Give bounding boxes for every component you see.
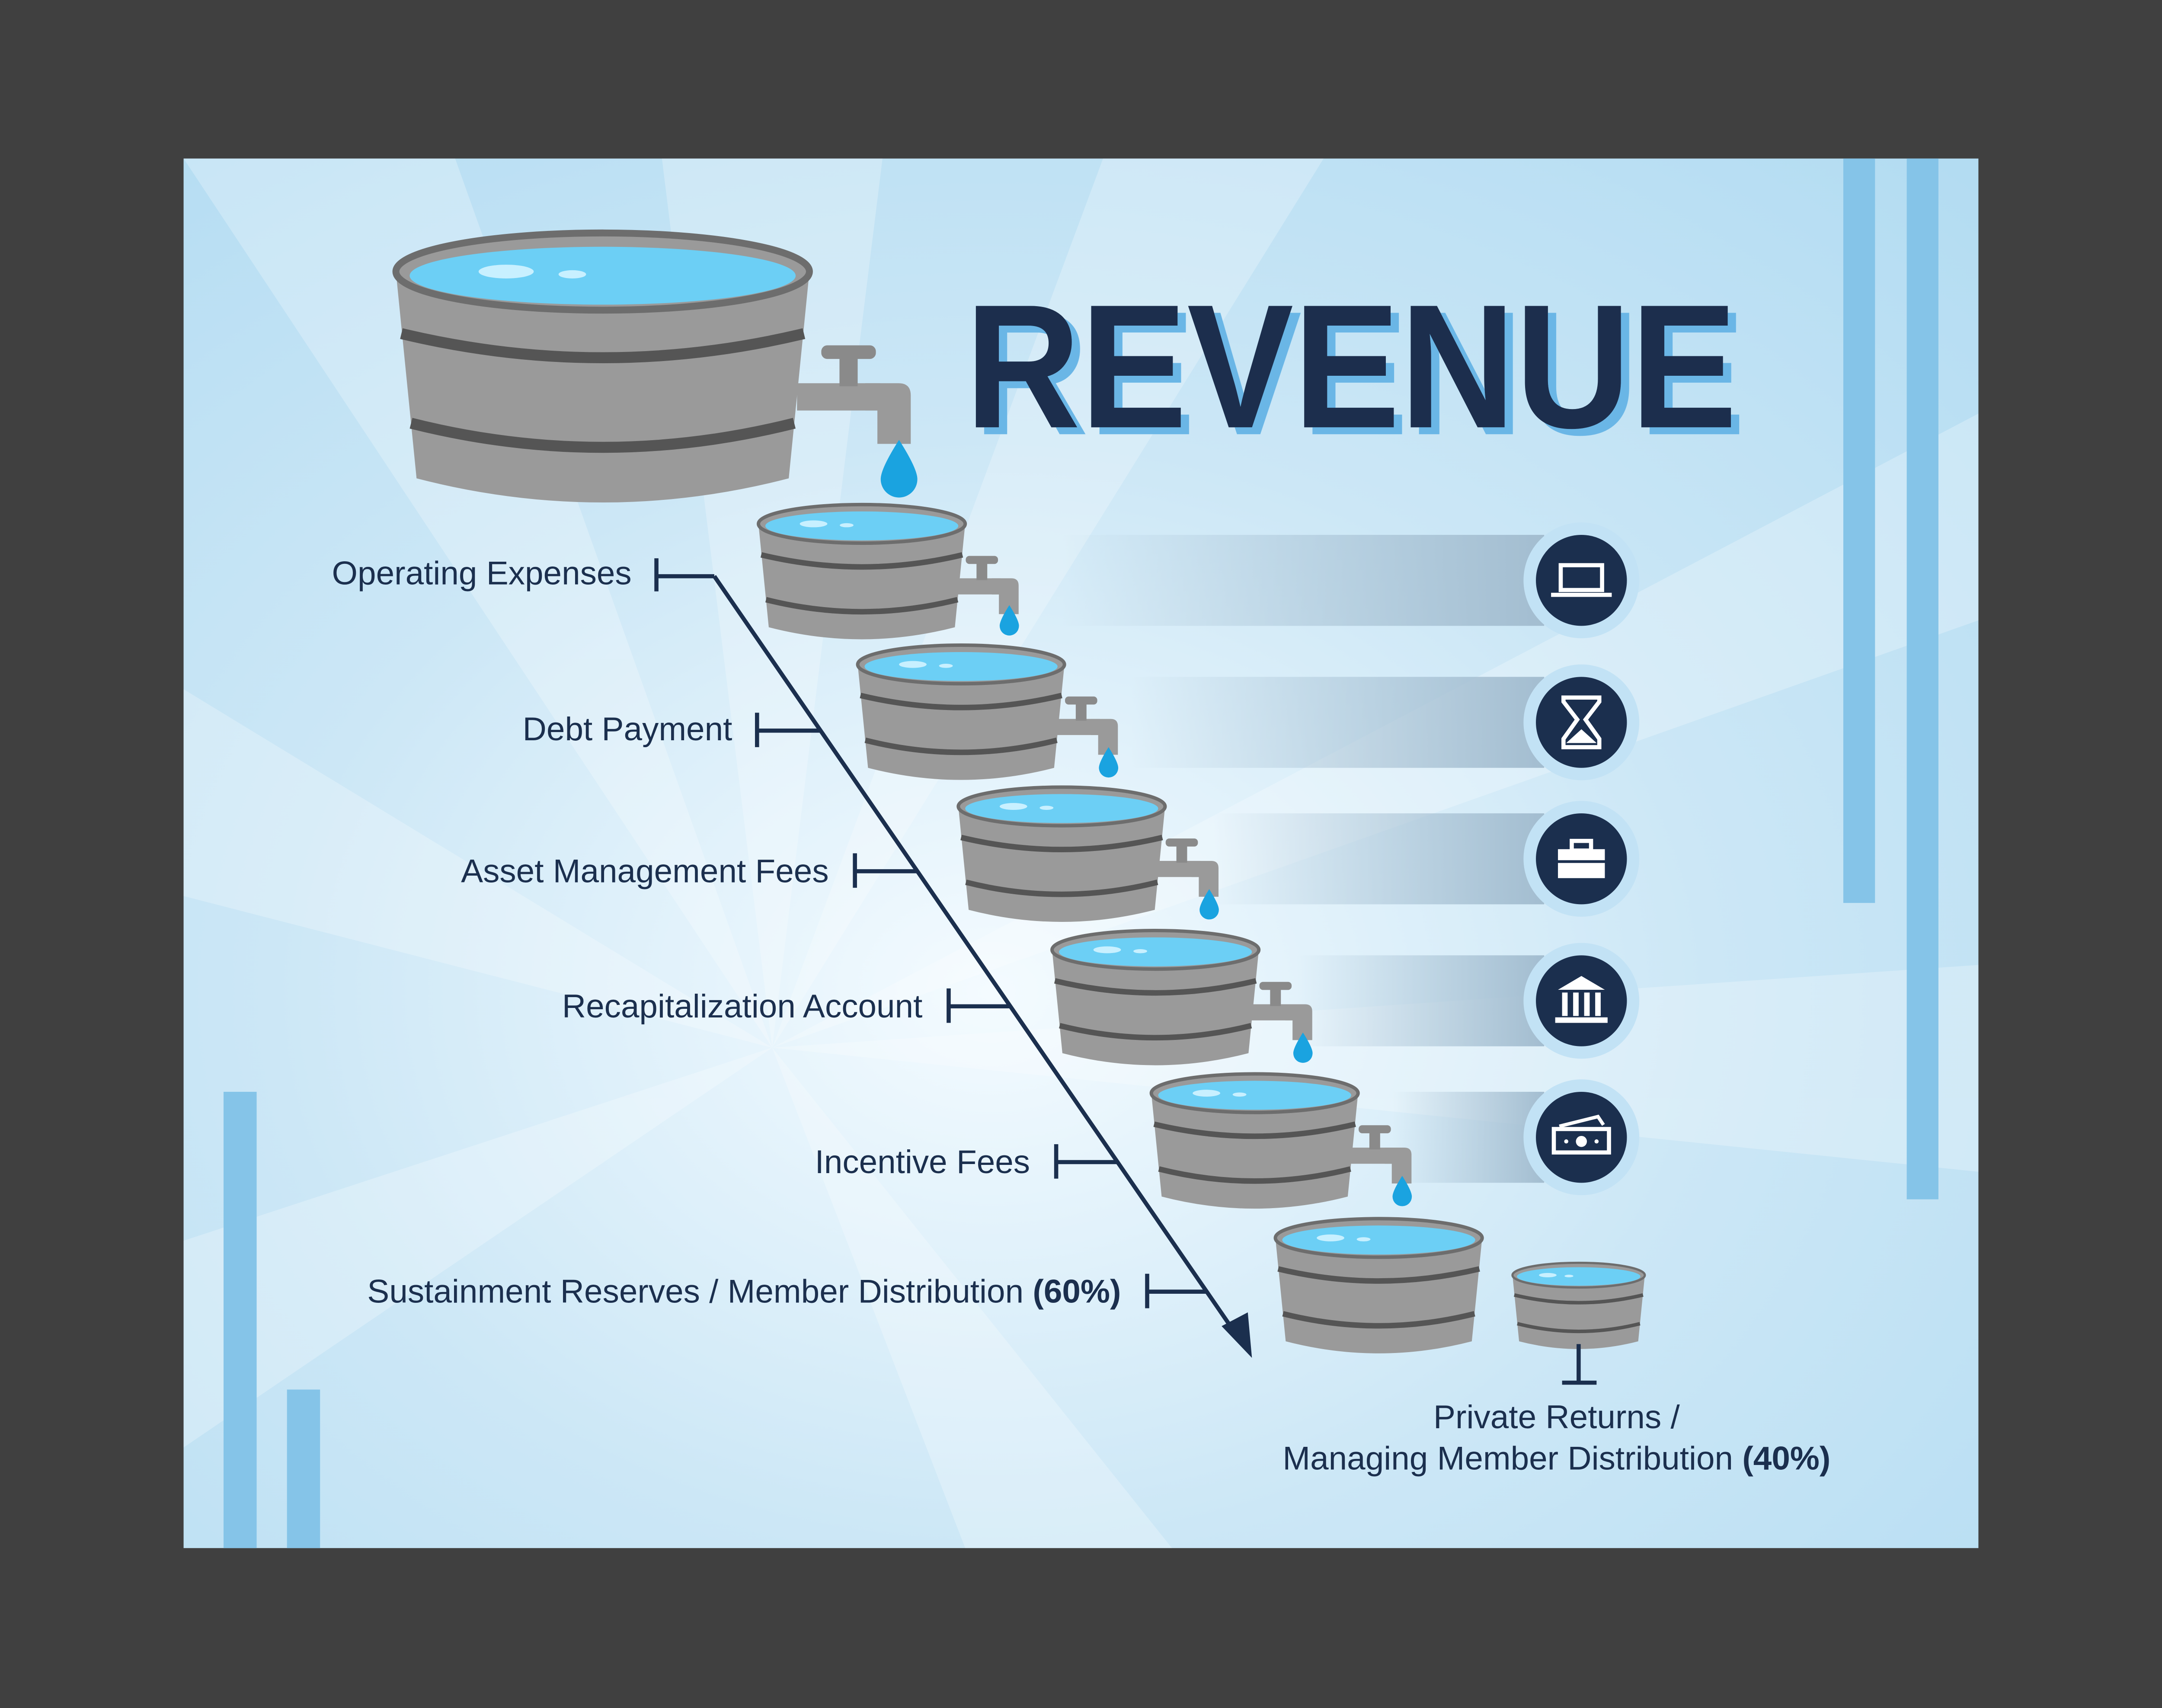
tier-bars xyxy=(1062,534,1545,1183)
tier-label-recapitalization-account: Recapitalization Account xyxy=(562,988,923,1025)
sustainment-label: Sustainment Reserves / Member Distributi… xyxy=(367,1273,1121,1310)
label-brackets xyxy=(654,558,1597,1385)
money-icon xyxy=(1523,1079,1640,1196)
private-returns-bucket xyxy=(1513,1263,1645,1349)
sustainment-bucket xyxy=(1276,1219,1482,1353)
tier-label-asset-management-fees: Asset Management Fees xyxy=(461,853,828,889)
tier-label-operating-expenses: Operating Expenses xyxy=(332,555,632,592)
briefcase-icon xyxy=(1523,801,1640,917)
page-title: REVENUE xyxy=(965,268,1737,465)
bank-icon xyxy=(1523,943,1640,1059)
accent-bar xyxy=(1906,158,1938,1199)
accent-bar xyxy=(287,1389,320,1548)
laptop-icon xyxy=(1523,522,1640,639)
accent-bar xyxy=(1843,158,1875,903)
tier-label-incentive-fees: Incentive Fees xyxy=(815,1144,1030,1180)
arrow-head-icon xyxy=(1222,1312,1252,1358)
accent-bar xyxy=(224,1091,257,1548)
private-returns-label-line2: Managing Member Distribution (40%) xyxy=(1282,1440,1830,1477)
private-returns-label-line1: Private Returns / xyxy=(1433,1399,1680,1436)
flow-arrow xyxy=(713,575,1243,1343)
tier-label-debt-payment: Debt Payment xyxy=(523,711,732,748)
hourglass-icon xyxy=(1523,664,1640,780)
revenue-bucket xyxy=(396,233,809,502)
